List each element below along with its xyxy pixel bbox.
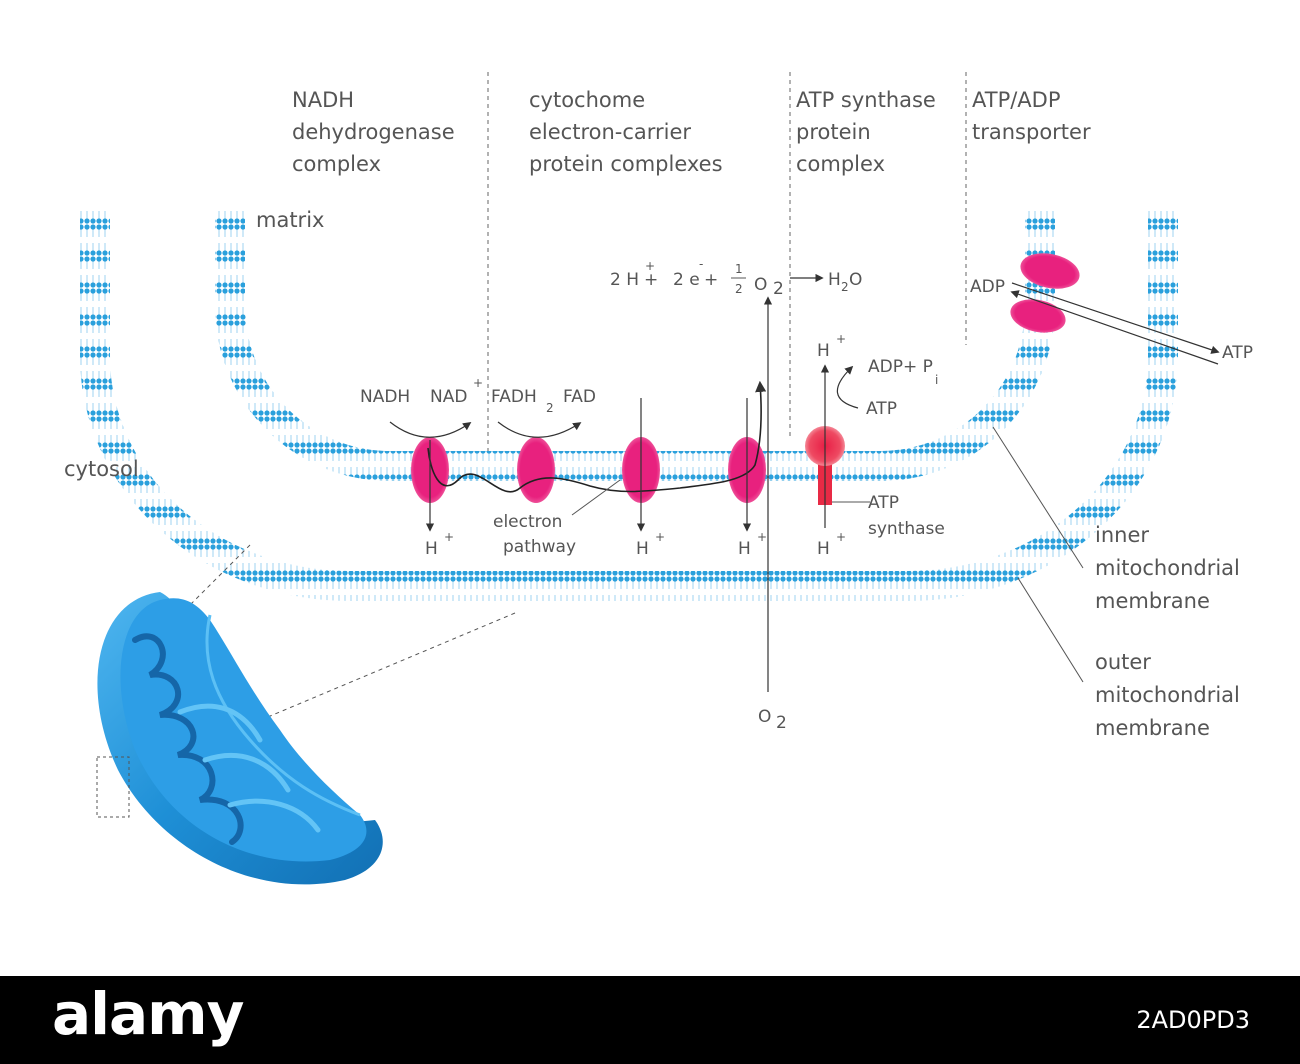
reaction-e-charge: - — [699, 257, 703, 271]
header-nadh-line1: NADH — [292, 88, 354, 112]
oxygen-sub: 2 — [776, 713, 787, 733]
inner-membrane-line3: membrane — [1095, 589, 1210, 613]
header-cytochrome-line3: protein complexes — [529, 152, 723, 176]
header-atp-line2: protein — [796, 120, 871, 144]
watermark-footer: alamy 2AD0PD3 — [0, 976, 1300, 1064]
electron-pathway-leader — [571, 479, 621, 516]
cytochrome-protein-1 — [517, 437, 555, 503]
header-transporter-line2: transporter — [972, 120, 1091, 144]
outer-membrane-line1: outer — [1095, 650, 1151, 674]
atp-synthase-line1: ATP — [868, 493, 899, 513]
header-nadh-line3: complex — [292, 152, 381, 176]
fad-label: FAD — [563, 387, 596, 407]
reaction-half-num: 1 — [735, 262, 743, 276]
fadh-sub: 2 — [546, 401, 554, 415]
oxygen-label: O — [758, 707, 771, 727]
inner-membrane-line1: inner — [1095, 523, 1149, 547]
header-transporter-line1: ATP/ADP — [972, 88, 1061, 112]
brand-logo: alamy — [52, 980, 244, 1048]
proton-label-matrix: H — [817, 341, 830, 361]
outer-membrane-leader — [1017, 577, 1084, 683]
header-transporter: ATP/ADP transporter — [972, 88, 1091, 144]
image-id: 2AD0PD3 — [1136, 1006, 1250, 1034]
reaction-o: O — [754, 275, 767, 295]
header-cytochrome: cytochome electron-carrier protein compl… — [529, 88, 723, 176]
proton-charge-3: + — [757, 530, 767, 544]
inner-membrane-label: inner mitochondrial membrane — [1095, 523, 1247, 613]
proton-charge-matrix: + — [836, 332, 846, 346]
proton-charge-1: + — [444, 530, 454, 544]
nad-charge: + — [473, 376, 483, 390]
matrix-label: matrix — [256, 208, 324, 232]
outer-membrane-line2: mitochondrial — [1095, 683, 1240, 707]
electron-pathway-line1: electron — [493, 512, 562, 532]
cytosol-label: cytosol — [64, 457, 139, 481]
inner-membrane — [215, 210, 1055, 481]
reaction-plus-2: + — [704, 270, 718, 290]
atp-synthase-line2: synthase — [868, 519, 945, 539]
reaction-h-charge: + — [645, 259, 655, 273]
reaction-e: 2 e — [673, 270, 700, 290]
transporter-protein-1 — [1020, 253, 1080, 289]
water-h: H — [828, 270, 841, 290]
fadh-label: FADH — [491, 387, 537, 407]
adp-pi-label: ADP+ P — [868, 357, 933, 377]
reaction-h: 2 H — [610, 270, 639, 290]
nad-label: NAD — [430, 387, 467, 407]
header-cytochrome-line1: cytochome — [529, 88, 645, 112]
atp-synthase-label: ATP synthase — [868, 493, 945, 539]
reaction-half-den: 2 — [735, 282, 743, 296]
water-sub: 2 — [841, 280, 849, 294]
transporter-protein-2 — [1010, 299, 1066, 333]
fadh-curve-arrow — [497, 421, 582, 438]
proton-label-1: H — [425, 539, 438, 559]
proton-charge-2: + — [655, 530, 665, 544]
proton-label-4: H — [817, 539, 830, 559]
reaction-o-sub: 2 — [773, 279, 784, 299]
electron-pathway-line2: pathway — [503, 537, 576, 557]
zoom-line-1 — [169, 544, 251, 626]
adp-transport-label: ADP — [970, 277, 1005, 297]
header-atp-line1: ATP synthase — [796, 88, 936, 112]
atp-export-arrow — [1011, 282, 1220, 354]
diagram: NADH dehydrogenase complex cytochome ele… — [64, 72, 1253, 885]
adp-import-arrow — [1010, 290, 1219, 365]
header-atp-synthase-complex: ATP synthase protein complex — [796, 88, 943, 176]
proton-label-3: H — [738, 539, 751, 559]
mitochondrion-illustration — [96, 592, 383, 885]
electron-pathway-line — [427, 380, 767, 493]
atp-transport-label: ATP — [1222, 343, 1253, 363]
nadh-label: NADH — [360, 387, 410, 407]
atp-product-label: ATP — [866, 399, 897, 419]
proton-label-2: H — [636, 539, 649, 559]
header-nadh-complex: NADH dehydrogenase complex — [292, 88, 461, 176]
outer-membrane-label: outer mitochondrial membrane — [1095, 650, 1247, 740]
proton-charge-4: + — [836, 530, 846, 544]
outer-membrane — [80, 210, 1178, 601]
outer-membrane-line3: membrane — [1095, 716, 1210, 740]
electron-pathway-label: electron pathway — [493, 512, 576, 557]
header-cytochrome-line2: electron-carrier — [529, 120, 691, 144]
atp-formation-arrow — [836, 365, 859, 409]
zoom-line-2 — [129, 612, 516, 776]
inner-membrane-line2: mitochondrial — [1095, 556, 1240, 580]
pi-sub: i — [935, 373, 938, 387]
water-o: O — [849, 270, 862, 290]
header-nadh-line2: dehydrogenase — [292, 120, 455, 144]
inner-membrane-leader — [992, 426, 1084, 569]
nadh-curve-arrow — [389, 421, 472, 438]
header-atp-line3: complex — [796, 152, 885, 176]
reaction-plus-1: + — [644, 270, 658, 290]
